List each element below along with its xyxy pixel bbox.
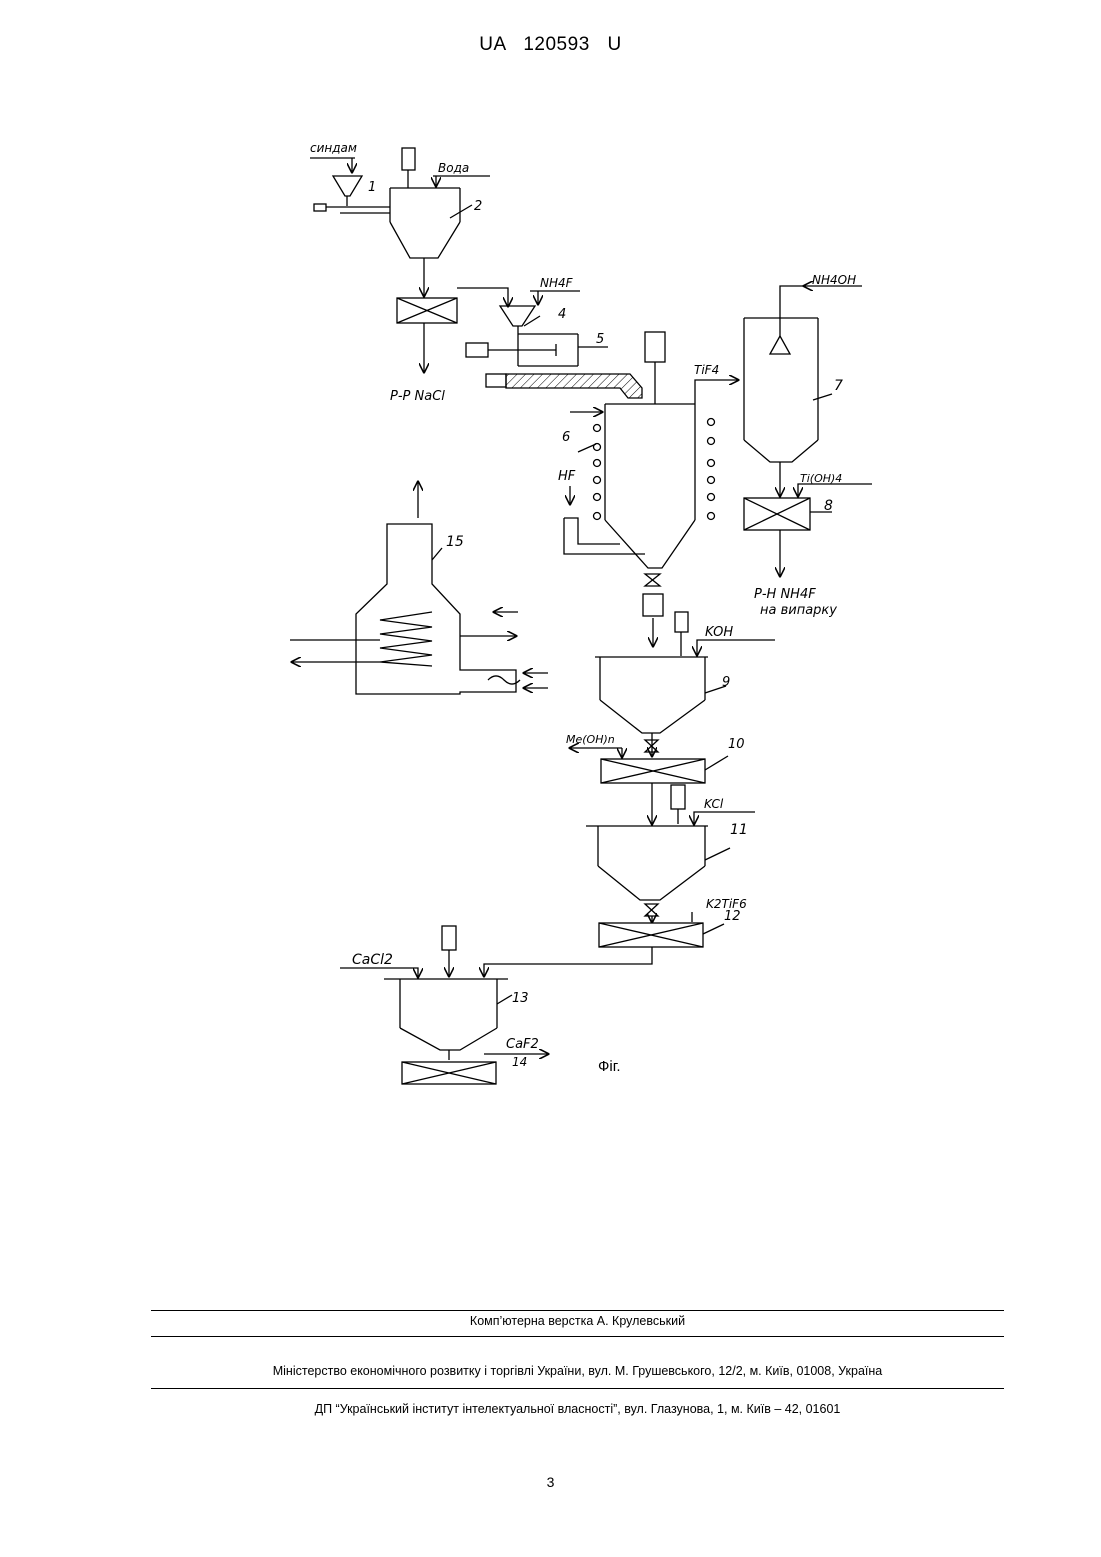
label-8: 8	[824, 498, 833, 514]
label-nh4f: NH4F	[540, 276, 574, 290]
footer-ministry: Міністерство економічного розвитку і тор…	[151, 1364, 1004, 1378]
hopper-1	[314, 176, 390, 213]
footer-institute: ДП “Український інститут інтелектуальної…	[151, 1402, 1004, 1416]
label-hf: HF	[558, 469, 576, 484]
filter-12	[484, 912, 724, 976]
label-nh4oh: NH4OH	[812, 273, 856, 287]
hopper-4	[500, 291, 580, 326]
label-11: 11	[730, 822, 748, 838]
label-6: 6	[562, 430, 570, 445]
absorber-7	[744, 286, 862, 462]
label-koh: KOH	[705, 625, 733, 640]
label-10: 10	[728, 737, 745, 752]
label-meoh: Me(OH)n	[566, 733, 615, 746]
footer-rule-3	[151, 1388, 1004, 1389]
footer-layout-credit: Комп’ютерна верстка А. Крулевський	[151, 1314, 1004, 1328]
label-to-evaporation: на випарку	[760, 603, 837, 618]
label-water: Вода	[438, 161, 469, 175]
label-7: 7	[834, 378, 843, 394]
footer-rule-top	[151, 1310, 1004, 1311]
heating-jacket-coils	[594, 419, 715, 520]
label-4: 4	[558, 307, 566, 322]
label-12: 12	[724, 909, 741, 924]
label-tif4: TiF4	[694, 363, 719, 377]
label-nacl: Р-Р NaCl	[390, 389, 445, 404]
footer-rule-2	[151, 1336, 1004, 1337]
label-14: 14	[512, 1055, 527, 1069]
label-15: 15	[446, 534, 464, 550]
label-tioh4: Ti(OH)4	[800, 472, 842, 485]
label-nh4f-solution: Р-Н NH4F	[754, 587, 816, 602]
filter-8	[744, 484, 872, 576]
label-1: 1	[368, 180, 376, 195]
extruder-5	[466, 326, 608, 366]
process-flow-diagram: синдам Вода 1 2 NH4F 4 5 Р-Р NaCl NH4OH …	[0, 0, 1101, 1100]
label-13: 13	[512, 991, 529, 1006]
filter-3	[397, 298, 457, 323]
heated-conveyor	[486, 374, 642, 398]
furnace-15	[290, 482, 548, 694]
label-9: 9	[722, 675, 730, 690]
label-5: 5	[596, 332, 604, 347]
label-cacl2: CaCl2	[352, 952, 393, 968]
page-number: 3	[0, 1474, 1101, 1490]
figure-caption: Фіг.	[598, 1058, 621, 1075]
label-kcl: KCl	[704, 797, 724, 811]
label-feed: синдам	[310, 141, 357, 155]
label-2: 2	[474, 199, 482, 214]
label-caf2: CaF2	[506, 1037, 539, 1052]
reactor-13	[340, 926, 512, 1060]
reactor-9	[595, 612, 775, 756]
